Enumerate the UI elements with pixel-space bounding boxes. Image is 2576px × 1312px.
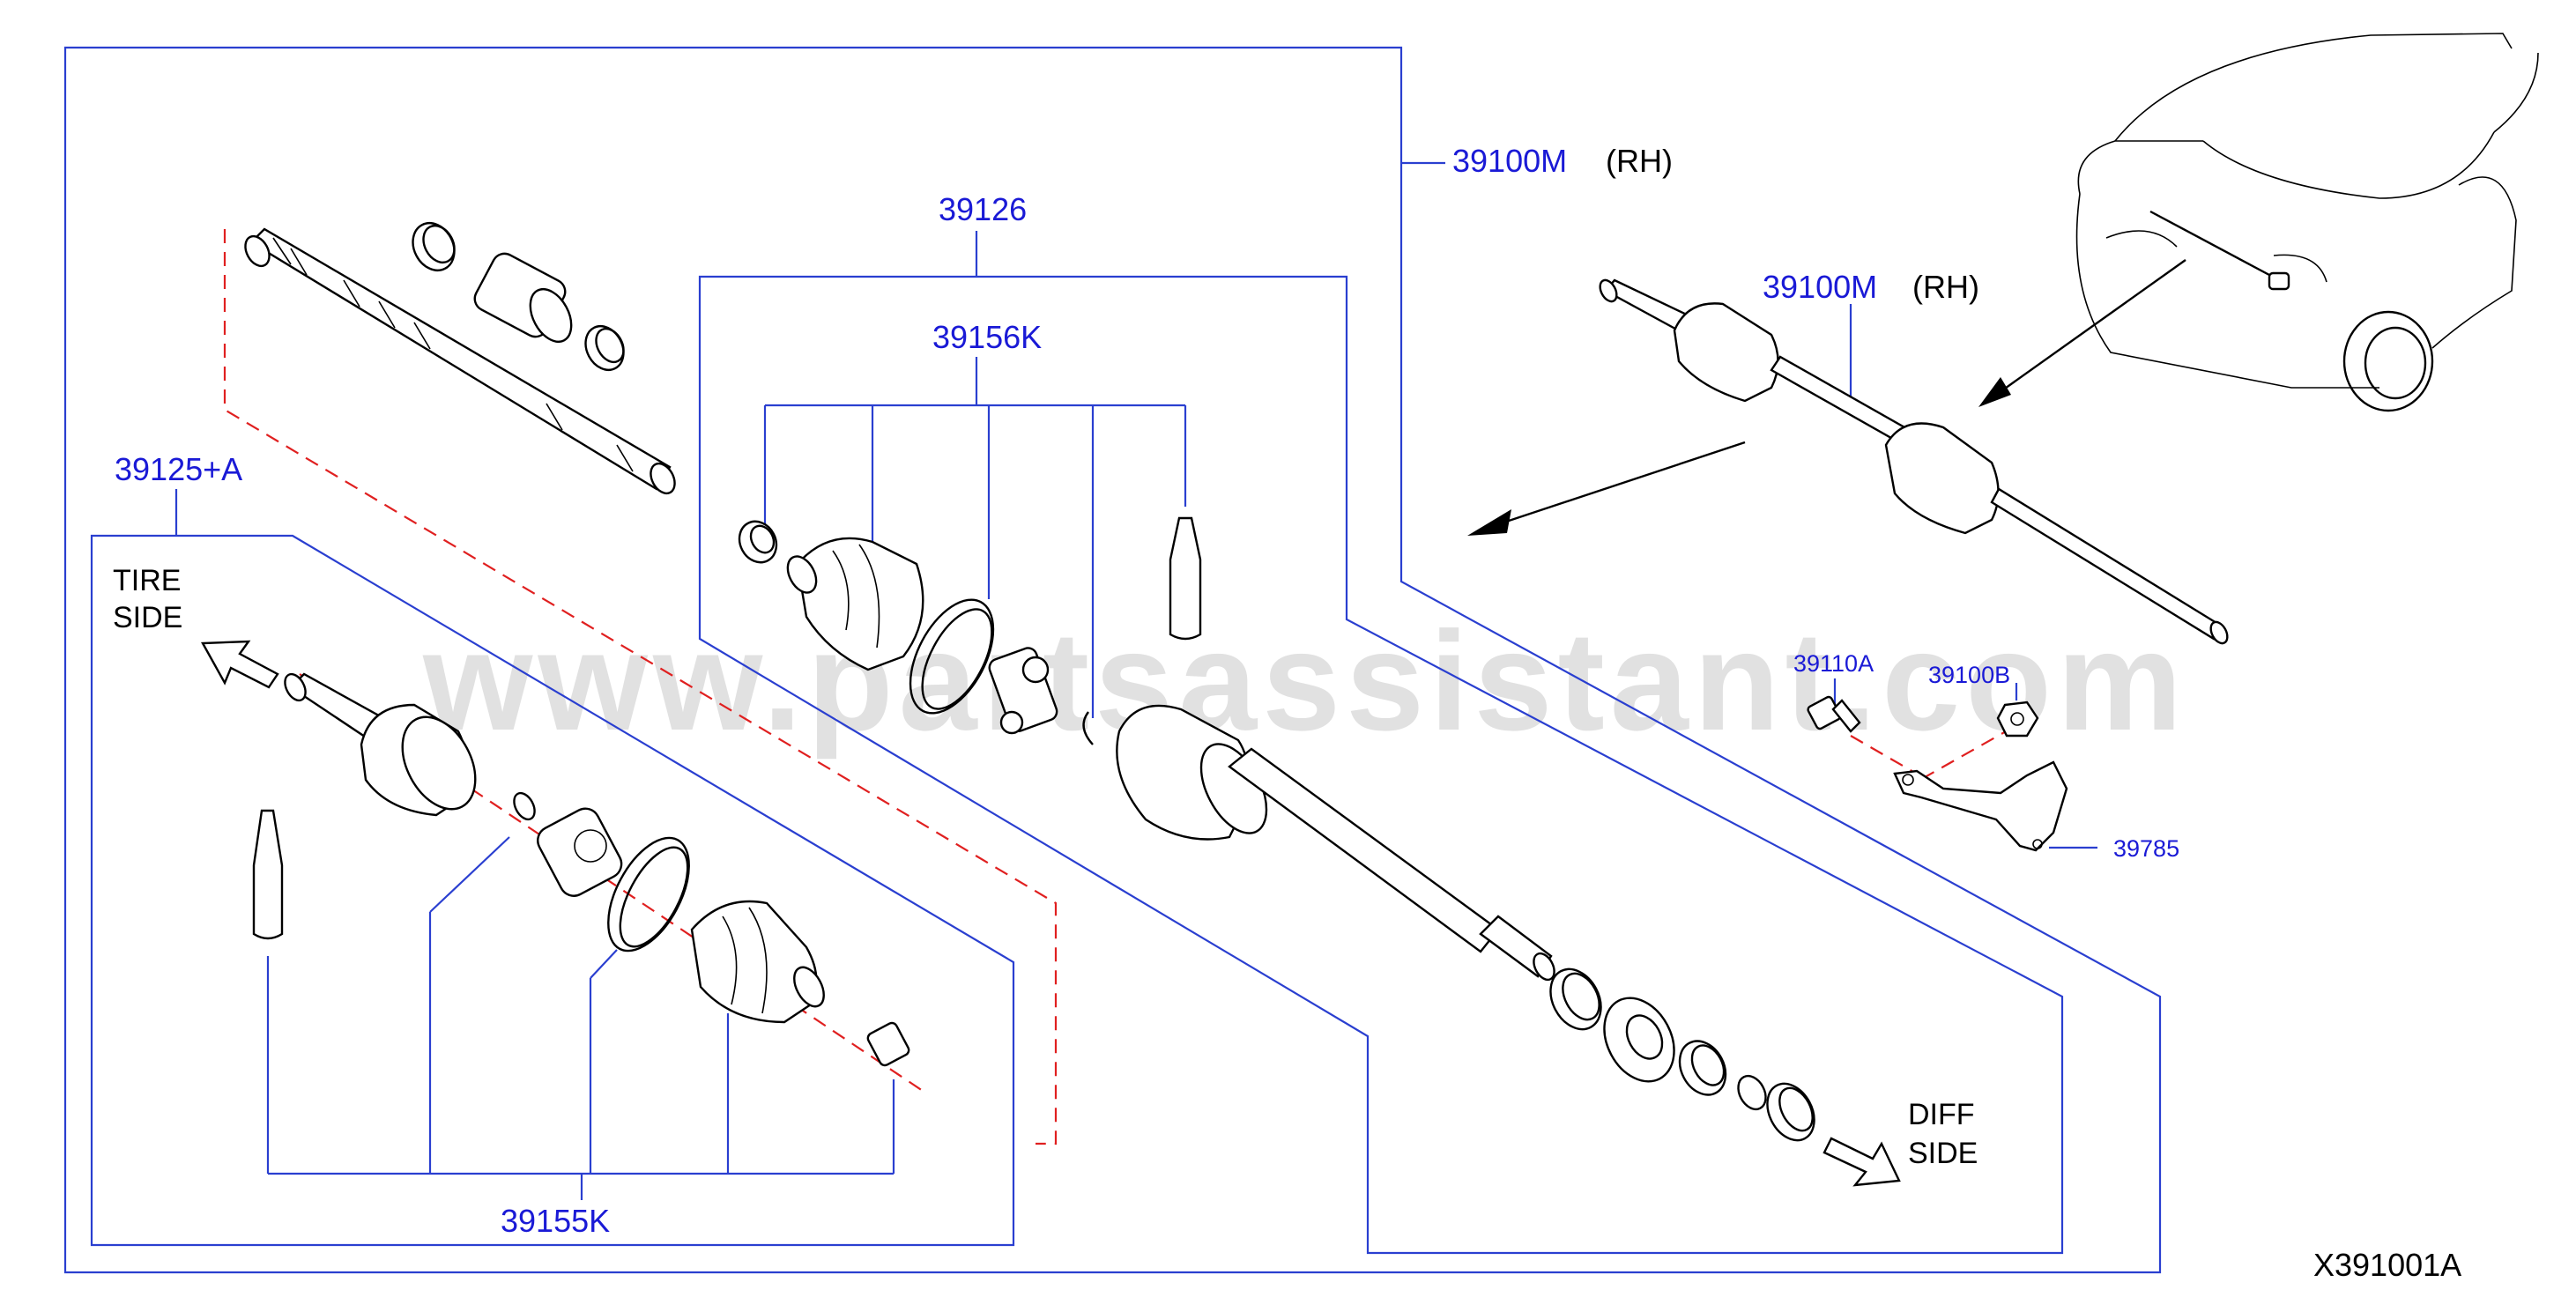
diff-side-rings	[1549, 967, 1815, 1142]
inner-joint-shaft	[1116, 704, 1555, 982]
callout-39126: 39126	[939, 191, 1027, 227]
vehicle-direction-arrow-icon	[1978, 259, 2186, 407]
frame-39126	[698, 275, 2064, 1255]
vehicle-silhouette	[2075, 33, 2539, 412]
outer-joint-parts	[252, 672, 910, 1067]
splined-shaft	[244, 227, 676, 495]
callout-39100M-qualifier: (RH)	[1606, 143, 1673, 179]
diff-side-arrow-icon	[1823, 1137, 1901, 1187]
diff-side-label-line2: SIDE	[1908, 1137, 1978, 1170]
callout-39156K: 39156K	[932, 319, 1042, 355]
callout-inset-39100M: 39100M	[1763, 269, 1877, 305]
tire-side-label-line1: TIRE	[113, 564, 181, 597]
callout-39110A: 39110A	[1793, 650, 1874, 677]
leader-39156K	[763, 357, 1187, 718]
frame-39125A	[90, 534, 1015, 1247]
bracket-bolt	[1807, 695, 1861, 733]
centerline-bracket-bolt	[1850, 735, 2035, 842]
diff-side-label-line1: DIFF	[1908, 1098, 1975, 1131]
callout-39100M: 39100M	[1452, 143, 1567, 179]
upper-rings	[412, 222, 625, 372]
callout-39100B: 39100B	[1928, 662, 2010, 688]
callout-inset-39100M-qualifier: (RH)	[1912, 269, 1979, 305]
inset-direction-arrow-icon	[1467, 441, 1746, 536]
inset-assembled-shaft	[1599, 278, 2229, 645]
centerline-outer-shaft	[223, 229, 1058, 1145]
tire-side-arrow-icon	[201, 640, 279, 689]
support-bracket	[1893, 760, 2068, 852]
tire-side-label-line2: SIDE	[113, 601, 182, 634]
inner-boot-kit-parts	[738, 516, 1202, 745]
reference-code: X391001A	[2313, 1247, 2461, 1283]
frame-39100M	[63, 46, 2162, 1274]
callout-39155K: 39155K	[501, 1203, 610, 1239]
centerline-bracket-nut	[1912, 726, 2015, 785]
callout-39125A: 39125+A	[115, 451, 242, 487]
callout-39785: 39785	[2113, 835, 2179, 862]
watermark-text: www.partsassistant.com	[422, 602, 2187, 760]
leader-39155K	[266, 836, 895, 1200]
bracket-nut	[1996, 700, 2039, 738]
